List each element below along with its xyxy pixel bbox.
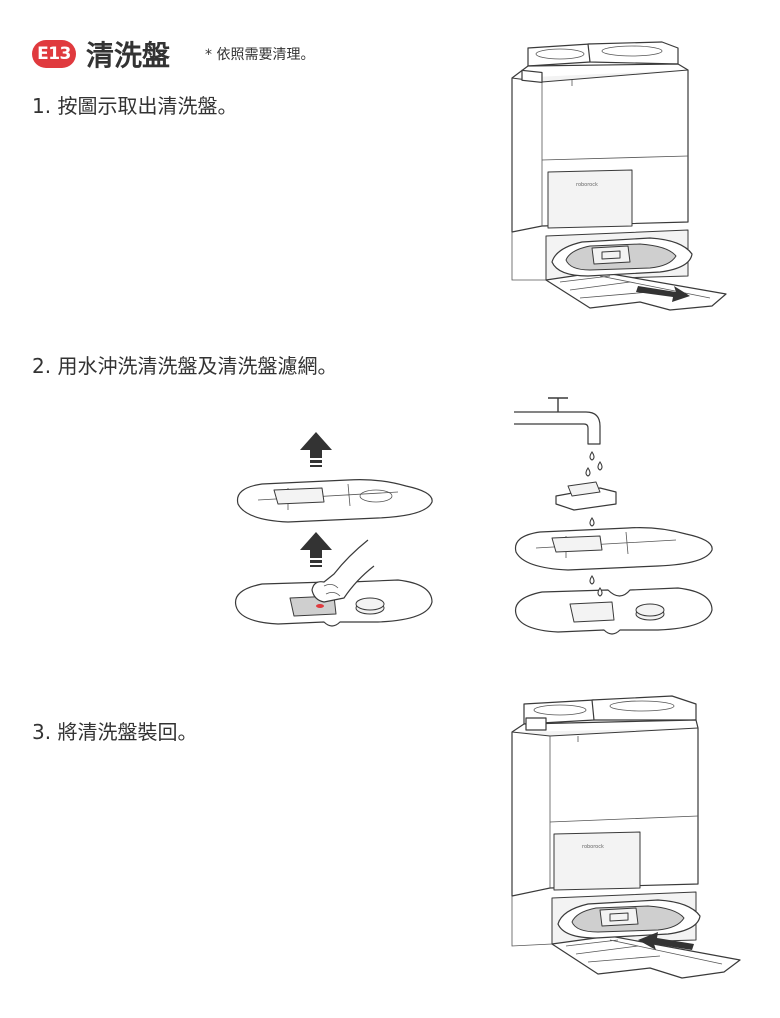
rinse-under-faucet-illustration <box>514 397 713 635</box>
brand-label: roborock <box>576 182 598 188</box>
brand-label-2: roborock <box>582 844 604 850</box>
section-title: 清洗盤 <box>86 39 171 72</box>
step-3-text: 3. 將清洗盤裝回。 <box>32 720 198 744</box>
error-code-badge: E13 <box>32 40 76 68</box>
step-1-text: 1. 按圖示取出清洗盤。 <box>32 94 238 118</box>
cleaning-note: * 依照需要清理。 <box>205 47 315 63</box>
dock-remove-tray-illustration: roborock <box>511 41 727 311</box>
dock-insert-tray-illustration: roborock <box>511 695 741 979</box>
filter-latch-marker <box>316 604 324 608</box>
step-2-text: 2. 用水沖洗清洗盤及清洗盤濾網。 <box>32 354 338 378</box>
tray-disassemble-illustration <box>234 432 433 627</box>
section-header: E13 清洗盤 <box>32 36 170 72</box>
